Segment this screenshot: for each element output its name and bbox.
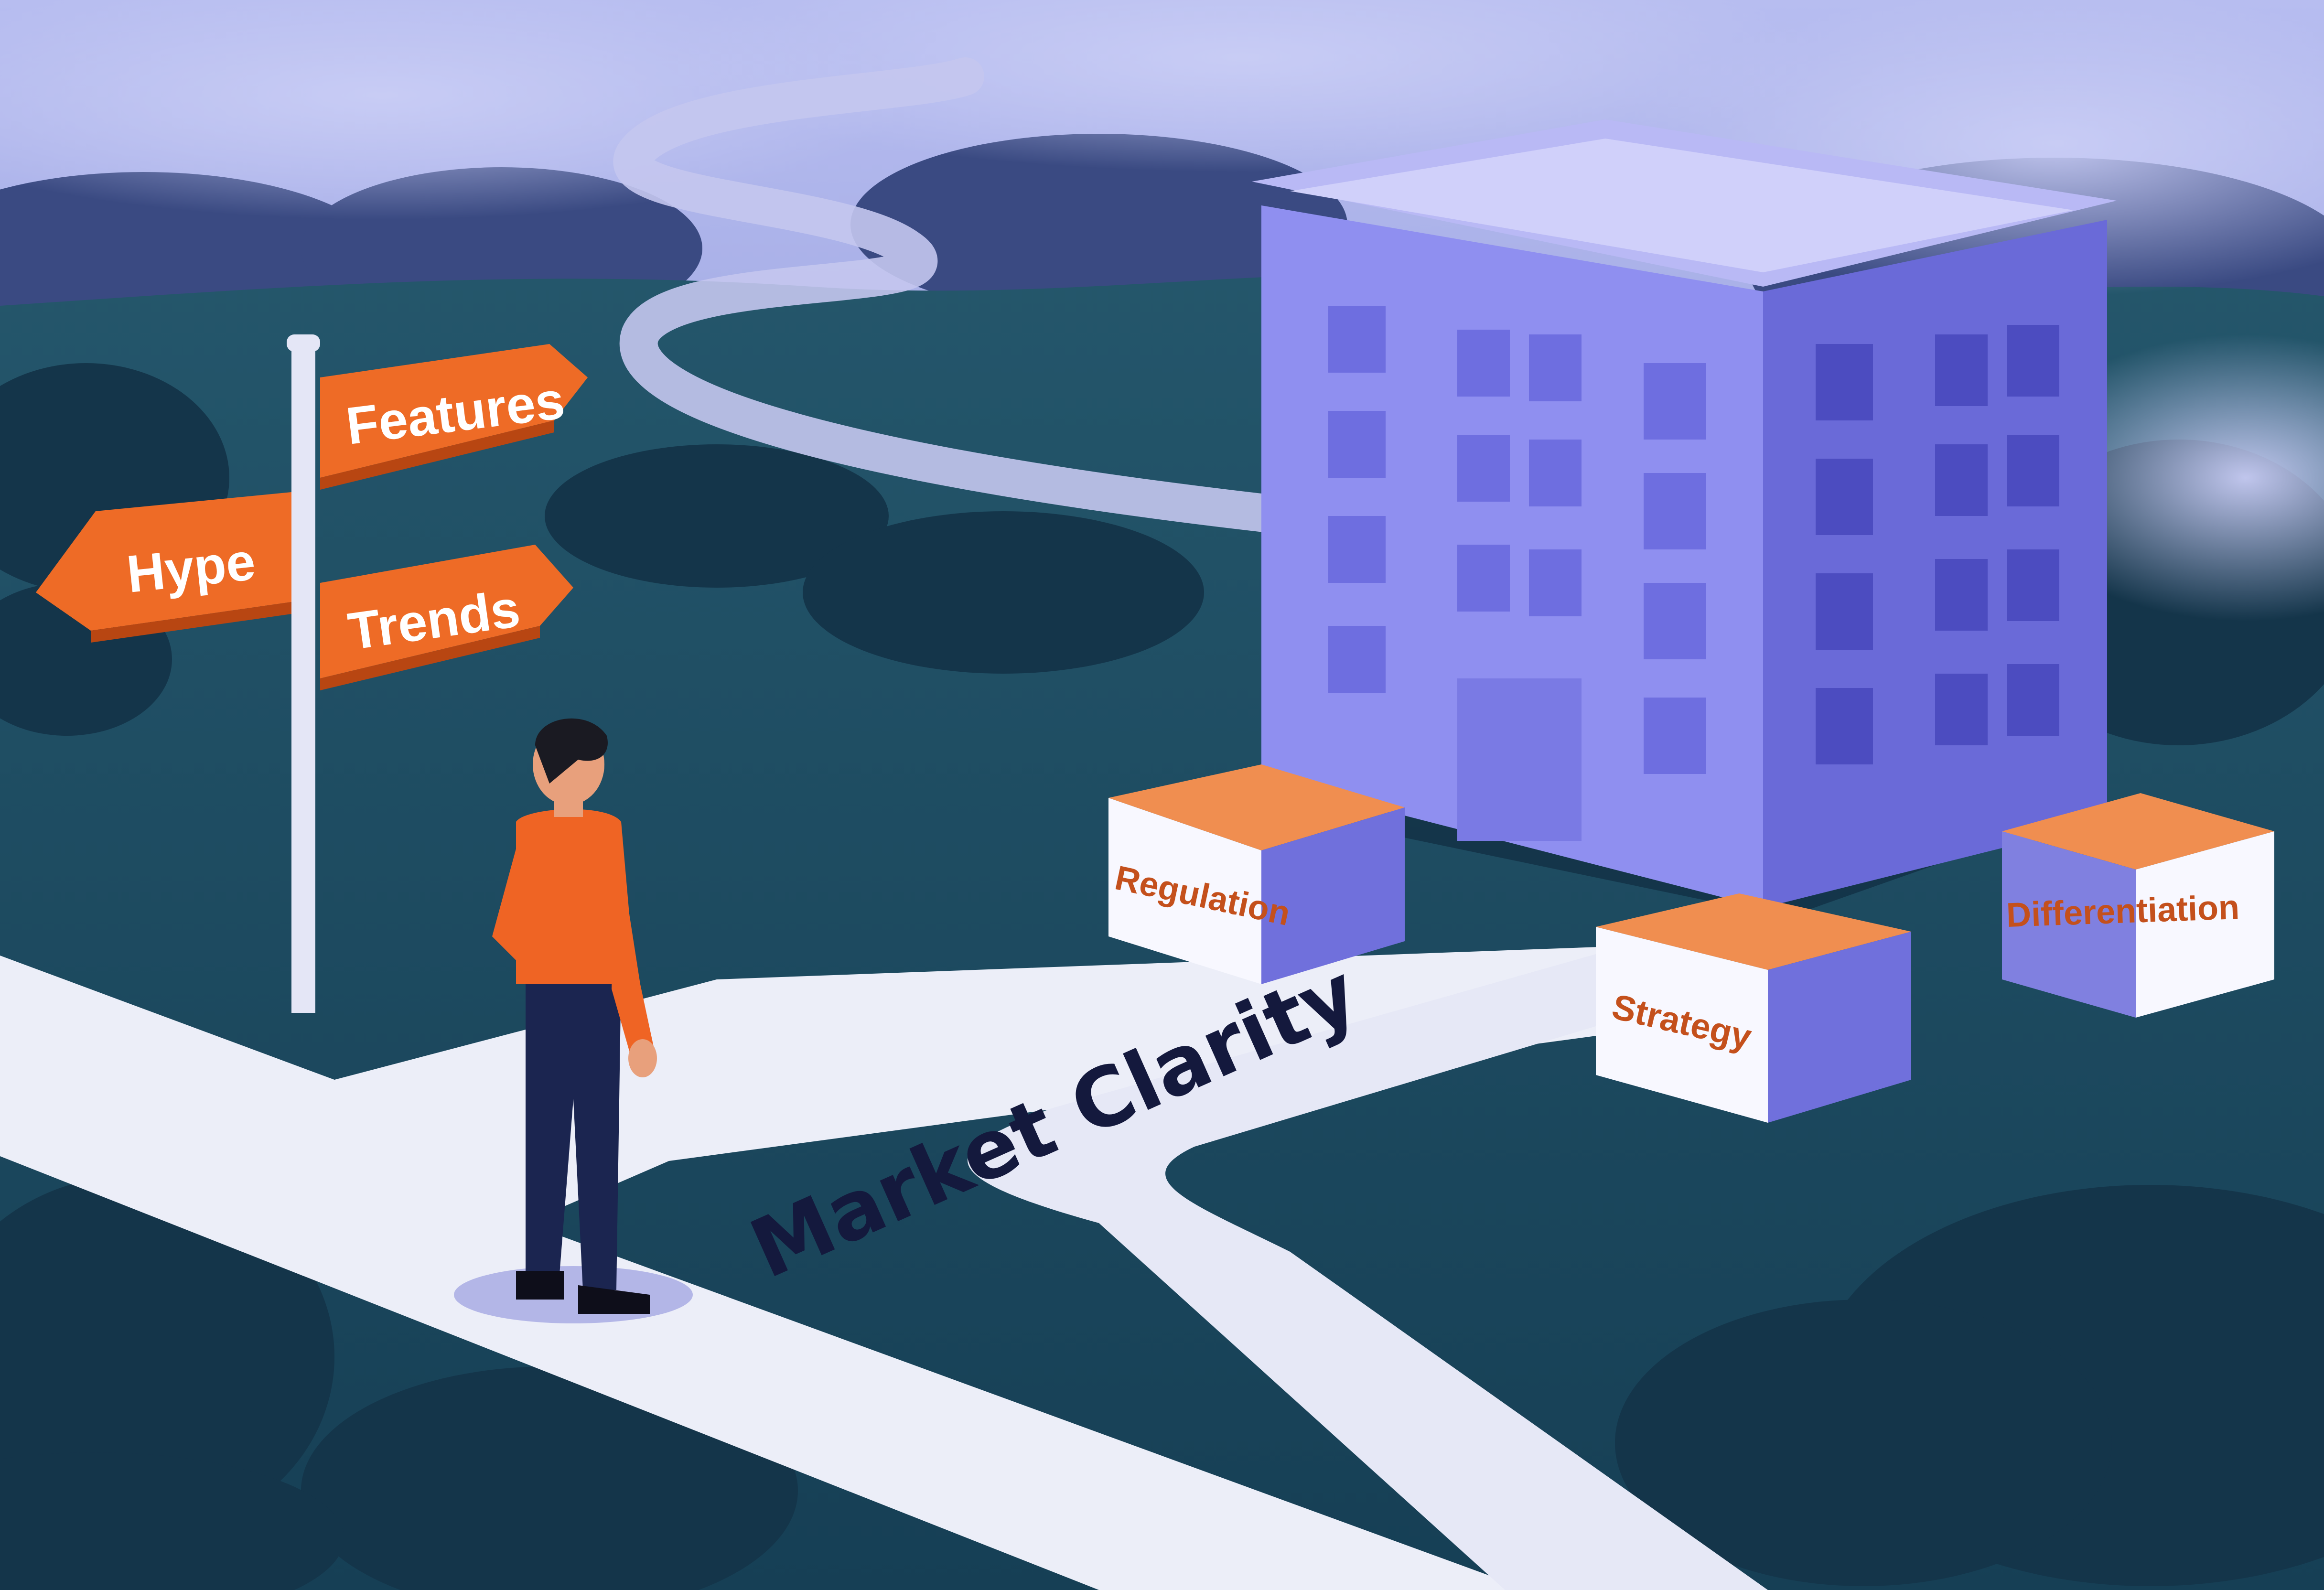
block-strategy: Strategy (1596, 893, 1911, 1123)
winding-path (613, 57, 1309, 535)
sign-trends: Trends (320, 545, 573, 690)
building-windows (1328, 306, 1706, 841)
road (0, 946, 1768, 1590)
building-side-windows (1816, 325, 2059, 764)
block-regulation: Regulation (1108, 764, 1405, 984)
sign-hype-label: Hype (124, 532, 258, 603)
signpost: Features Hype Trends (36, 334, 588, 1013)
differentiation-label: Differentiation (2006, 888, 2240, 935)
person (454, 718, 693, 1323)
block-differentiation: Differentiation (2002, 793, 2274, 1018)
building (1252, 119, 2117, 908)
sign-hype: Hype (36, 492, 291, 643)
